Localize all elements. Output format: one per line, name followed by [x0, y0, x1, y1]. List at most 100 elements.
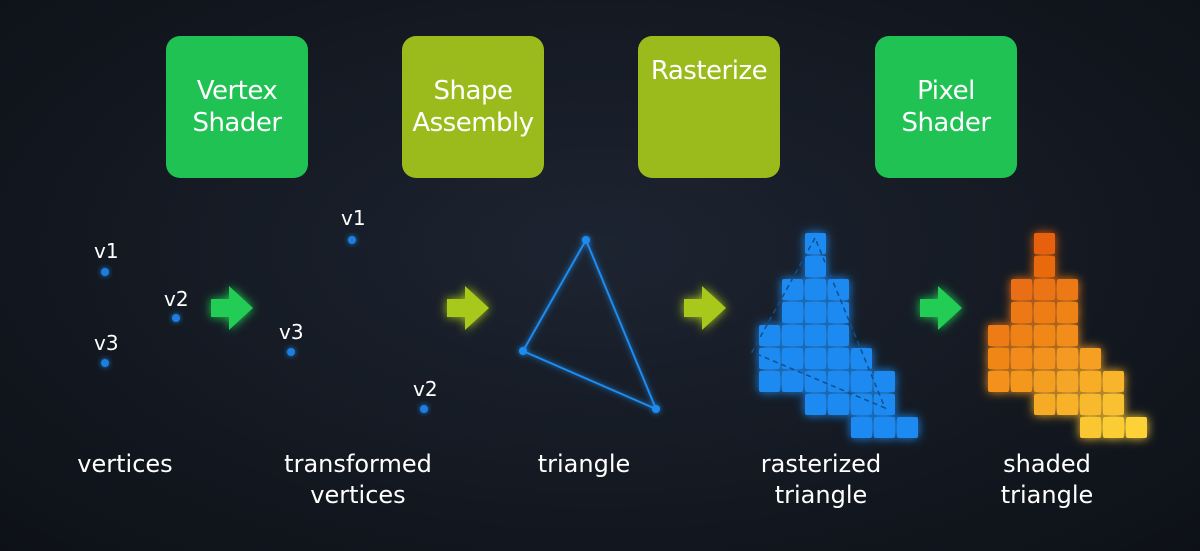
raster-cell — [782, 371, 803, 392]
shaded-cell — [1011, 348, 1032, 369]
assembled-triangle — [519, 236, 660, 413]
raster-cell — [805, 348, 826, 369]
triangle-corner — [519, 347, 527, 355]
vertex-point-v2 — [172, 314, 180, 322]
raster-cell — [828, 394, 849, 415]
shaded-cell — [1034, 325, 1055, 346]
vertex-label-v1: v1 — [94, 239, 119, 263]
rasterize-label: Rasterize — [650, 56, 768, 86]
raster-cell — [782, 325, 803, 346]
raster-cell — [828, 348, 849, 369]
raster-cell — [805, 325, 826, 346]
shaded-cell — [1011, 325, 1032, 346]
shaded-cell — [1034, 302, 1055, 323]
raster-cell — [805, 279, 826, 300]
raster-cell — [805, 233, 826, 254]
shaded-cell — [1103, 417, 1124, 438]
raster-cell — [782, 279, 803, 300]
caption-rasterized-triangle: rasterized triangle — [760, 450, 882, 509]
shape-assembly-label: Shape Assembly — [412, 76, 534, 138]
green-arrow-icon — [920, 286, 962, 330]
raster-cell — [897, 417, 918, 438]
shaded-cell — [1034, 371, 1055, 392]
shaded-cell — [1034, 279, 1055, 300]
raster-cell — [851, 394, 872, 415]
shaded-cells — [988, 233, 1147, 438]
raster-cell — [851, 348, 872, 369]
raster-cell — [828, 302, 849, 323]
original-vertices: v1 v2 v3 — [94, 239, 189, 367]
raster-cell — [805, 256, 826, 277]
raster-cell — [828, 279, 849, 300]
transformed-label-v2: v2 — [413, 377, 438, 401]
raster-cell — [828, 325, 849, 346]
raster-cell — [805, 302, 826, 323]
vertex-label-v2: v2 — [164, 287, 189, 311]
raster-cell — [874, 417, 895, 438]
green-arrow-icon — [211, 286, 253, 330]
vertex-shader-stage: Vertex Shader — [166, 36, 308, 178]
lime-arrow-icon — [684, 286, 726, 330]
transformed-vertices: v1 v2 v3 — [279, 206, 438, 413]
shaded-cell — [1126, 417, 1147, 438]
raster-cell — [782, 348, 803, 369]
triangle-corner — [582, 236, 590, 244]
shape-assembly-stage: Shape Assembly — [402, 36, 544, 178]
raster-cell — [759, 371, 780, 392]
pixel-shader-stage: Pixel Shader — [875, 36, 1017, 178]
shaded-cell — [1080, 348, 1101, 369]
pixel-shader-label: Pixel Shader — [901, 76, 991, 138]
raster-triangle-outline — [750, 236, 887, 410]
shaded-cell — [1057, 371, 1078, 392]
caption-transformed-vertices: transformed vertices — [284, 450, 432, 509]
triangle-corner — [652, 405, 660, 413]
rasterized-cells — [759, 233, 918, 438]
shaded-cell — [988, 371, 1009, 392]
shaded-cell — [1034, 256, 1055, 277]
raster-cell — [805, 394, 826, 415]
raster-cell — [805, 371, 826, 392]
vertex-point-v3 — [101, 359, 109, 367]
vertex-label-v3: v3 — [94, 331, 119, 355]
lime-arrow-icon — [447, 286, 489, 330]
transformed-label-v3: v3 — [279, 320, 304, 344]
shaded-cell — [1057, 325, 1078, 346]
shaded-cell — [1103, 394, 1124, 415]
raster-cell — [759, 325, 780, 346]
vertex-shader-label: Vertex Shader — [192, 76, 282, 138]
shaded-cell — [1011, 279, 1032, 300]
shaded-cell — [1034, 233, 1055, 254]
raster-cell — [851, 417, 872, 438]
shaded-cell — [1080, 394, 1101, 415]
raster-cell — [874, 371, 895, 392]
raster-cell — [851, 371, 872, 392]
shaded-cell — [1034, 348, 1055, 369]
shaded-cell — [1080, 417, 1101, 438]
shaded-cell — [1057, 302, 1078, 323]
shaded-cell — [1011, 302, 1032, 323]
rasterize-stage: Rasterize — [638, 36, 780, 178]
shaded-cell — [1057, 279, 1078, 300]
shaded-cell — [988, 325, 1009, 346]
caption-triangle: triangle — [537, 450, 631, 478]
triangle-outline — [521, 237, 658, 411]
transformed-label-v1: v1 — [341, 206, 366, 230]
caption-vertices: vertices — [77, 450, 173, 478]
shaded-cell — [1057, 348, 1078, 369]
raster-cell — [759, 348, 780, 369]
raster-cell — [874, 394, 895, 415]
shaded-cell — [1057, 394, 1078, 415]
raster-cell — [828, 371, 849, 392]
shaded-cell — [1103, 371, 1124, 392]
shaded-cell — [1011, 371, 1032, 392]
transformed-point-v2 — [420, 405, 428, 413]
shaded-cell — [1080, 371, 1101, 392]
caption-shaded-triangle: shaded triangle — [1000, 450, 1094, 509]
transformed-point-v3 — [287, 348, 295, 356]
shaded-cell — [1034, 394, 1055, 415]
transformed-point-v1 — [348, 236, 356, 244]
shaded-cell — [988, 348, 1009, 369]
vertex-point-v1 — [101, 268, 109, 276]
raster-cell — [782, 302, 803, 323]
